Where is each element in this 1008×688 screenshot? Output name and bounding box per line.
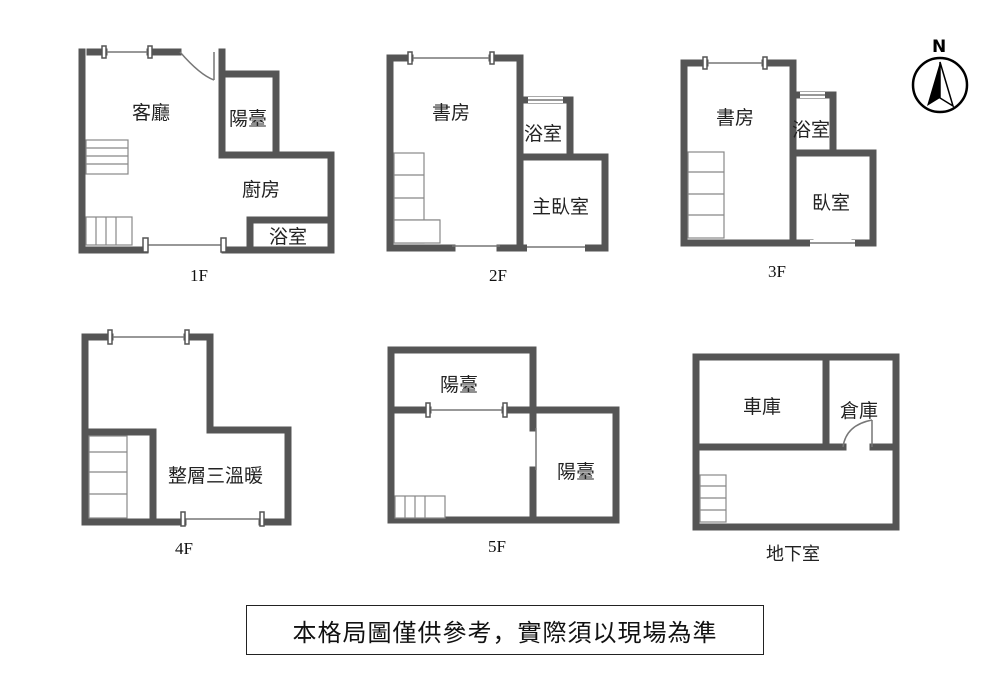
floor-label: 3F (768, 262, 786, 281)
floor-4f-plan (81, 329, 292, 527)
floor-label: 4F (175, 539, 193, 558)
north-arrow-icon (911, 56, 969, 114)
stairs-icon (699, 474, 727, 523)
stairs-icon (393, 152, 441, 244)
floor-label: 2F (489, 266, 507, 285)
floor-label: 5F (488, 537, 506, 556)
floor-1f-plan (78, 45, 335, 254)
room-label: 倉庫 (840, 400, 879, 422)
stairs-icon (394, 495, 446, 519)
stairs-icon (85, 139, 133, 246)
room-label: 書房 (716, 107, 755, 129)
disclaimer-box: 本格局圖僅供參考，實際須以現場為準 (246, 605, 764, 655)
floor-basement-plan (692, 353, 900, 531)
room-label: 陽臺 (440, 374, 479, 396)
floor-label: 1F (190, 266, 208, 285)
floor-5f-plan (387, 346, 620, 524)
room-label: 廚房 (242, 179, 281, 201)
room-label: 車庫 (743, 396, 782, 418)
room-label: 浴室 (792, 119, 831, 141)
stairs-icon (687, 151, 725, 239)
compass-label: N (932, 37, 947, 57)
room-label: 浴室 (524, 123, 563, 145)
room-label: 浴室 (269, 226, 308, 248)
room-label: 陽臺 (229, 108, 268, 130)
stairs-icon (88, 435, 128, 519)
room-label: 客廳 (132, 102, 171, 124)
room-label: 整層三溫暖 (168, 465, 264, 487)
room-label: 臥室 (812, 192, 851, 214)
room-label: 陽臺 (557, 461, 596, 483)
floor-3f-plan (680, 56, 877, 248)
room-label: 主臥室 (532, 196, 590, 218)
floor-label: 地下室 (766, 544, 820, 565)
room-label: 書房 (432, 102, 471, 124)
floor-2f-plan (386, 51, 609, 252)
